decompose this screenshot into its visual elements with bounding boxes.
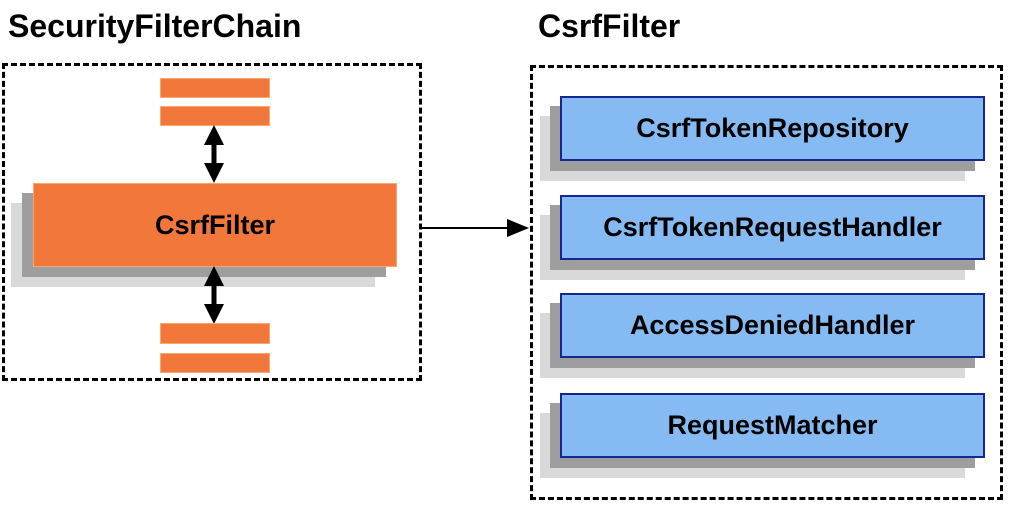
vertical-double-arrow-icon [204,125,224,183]
filter-bar [160,78,270,98]
security-filter-chain-title: SecurityFilterChain [8,8,302,44]
component-label: CsrfTokenRequestHandler [603,212,942,242]
component-label: RequestMatcher [667,410,878,440]
filter-bar [160,323,270,344]
access-denied-handler-box: AccessDeniedHandler [560,293,985,358]
filter-bar [160,106,270,126]
csrf-token-request-handler-box: CsrfTokenRequestHandler [560,195,985,260]
filter-bar [160,353,270,373]
security-filter-chain-container [2,63,422,381]
request-matcher-box: RequestMatcher [560,393,985,458]
csrf-filter-box: CsrfFilter [33,183,397,267]
csrf-filter-container [530,65,1003,500]
vertical-double-arrow-icon [204,266,224,324]
component-label: AccessDeniedHandler [629,310,916,340]
csrf-filter-group-title: CsrfFilter [538,8,681,44]
csrf-filter-box-label: CsrfFilter [154,209,276,240]
csrf-token-repository-box: CsrfTokenRepository [560,96,985,161]
flow-arrow-icon [421,219,529,237]
component-label: CsrfTokenRepository [636,113,909,143]
